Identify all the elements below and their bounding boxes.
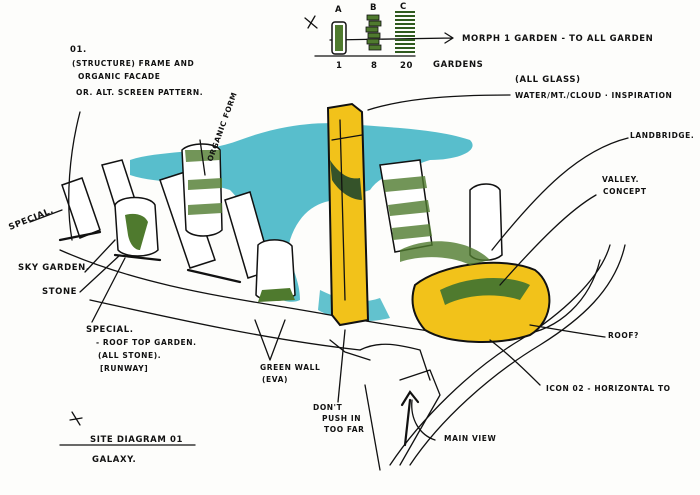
structure-note-line1: (STRUCTURE) FRAME AND — [72, 59, 194, 68]
option-number: 01. — [70, 45, 87, 55]
main-view-label: MAIN VIEW — [444, 434, 496, 443]
stacked-tower — [379, 159, 503, 261]
stage-count-8: 8 — [371, 61, 378, 71]
title-line2: GALAXY. — [92, 455, 136, 465]
section-marker-icon — [69, 411, 83, 426]
glass-line1: (ALL GLASS) — [515, 75, 581, 85]
stage-letter-b: B — [370, 3, 377, 13]
left-tower-cluster — [58, 143, 296, 302]
site-roads — [59, 244, 626, 471]
stage-letter-c: C — [400, 2, 407, 12]
stage-count-20: 20 — [400, 61, 413, 71]
special-roof-line3: (ALL STONE). — [98, 351, 161, 360]
sketch-title: SITE DIAGRAM 01 GALAXY. — [69, 411, 183, 465]
green-wall-line1: GREEN WALL — [260, 363, 320, 372]
dont-push-line2: PUSH IN — [322, 414, 361, 423]
dont-push-line1: DON'T — [313, 403, 343, 412]
special-roof-line2: - ROOF TOP GARDEN. — [96, 338, 197, 347]
central-tower — [326, 102, 370, 327]
structure-note-line2: ORGANIC FACADE — [78, 72, 160, 81]
sky-garden-label: SKY GARDEN. — [18, 263, 90, 273]
special-label: SPECIAL. — [7, 206, 55, 233]
special-roof-line1: SPECIAL. — [86, 325, 134, 335]
horizontal-icon-building — [400, 241, 551, 343]
leader-lines — [29, 94, 629, 447]
valley-line2: CONCEPT — [603, 187, 647, 196]
gardens-axis-label: GARDENS — [433, 60, 483, 70]
glass-line2: WATER/MT./CLOUD · INSPIRATION — [515, 91, 672, 100]
morph-arrow-label: MORPH 1 GARDEN - TO ALL GARDEN — [462, 34, 653, 44]
stage-letter-a: A — [335, 5, 342, 15]
morph-diagram: A B C 1 8 20 GARDENS MORPH 1 GARDEN - TO… — [304, 2, 653, 71]
alt-screen-note: OR. ALT. SCREEN PATTERN. — [76, 88, 203, 97]
roof-label: ROOF? — [608, 331, 639, 340]
landbridge-label: LANDBRIDGE. — [630, 131, 694, 140]
title-line1: SITE DIAGRAM 01 — [90, 435, 183, 445]
icon-02-label: ICON 02 - HORIZONTAL TO — [546, 384, 671, 393]
special-roof-line4: [RUNWAY] — [100, 364, 148, 373]
green-wall-line2: (EVA) — [262, 375, 288, 384]
valley-line1: VALLEY. — [602, 175, 639, 184]
stage-count-1: 1 — [336, 61, 343, 71]
section-marker-icon — [304, 15, 318, 29]
dont-push-line3: TOO FAR — [324, 425, 365, 434]
stone-label: STONE — [42, 287, 77, 297]
